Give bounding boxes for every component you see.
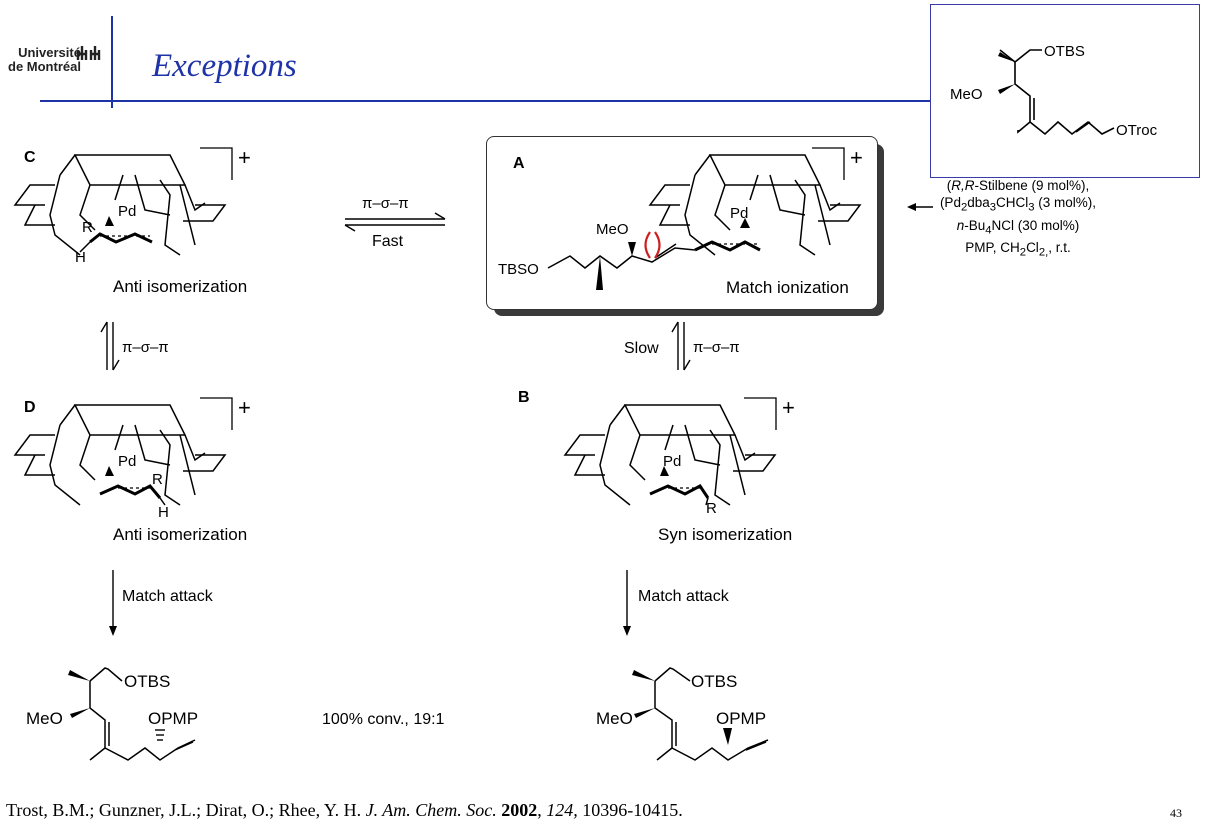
substrate-otbs: OTBS	[1044, 43, 1085, 60]
result-text: 100% conv., 19:1	[322, 711, 445, 728]
arrow-ca-bottom-label: Fast	[372, 233, 404, 250]
product-left-methoxy-wedge	[70, 708, 90, 718]
stilbene-text: -Stilbene (9 mol%),	[974, 178, 1090, 193]
substrate-box	[930, 4, 1200, 178]
complex-c-label: Anti isomerization	[113, 277, 247, 296]
conditions-line-4: PMP, CH2Cl2,, r.t.	[965, 240, 1071, 260]
methyl-wedge	[998, 52, 1015, 62]
substrate-otroc: OTroc	[1116, 122, 1158, 139]
pd-loading: (3 mol%),	[1034, 195, 1097, 210]
product-right-opmp: OPMP	[716, 709, 766, 728]
equilibrium-arrow-cd	[100, 321, 120, 371]
logo-mark-icon	[76, 46, 101, 60]
complex-b-letter: B	[518, 389, 530, 406]
product-left-otbs: OTBS	[124, 672, 170, 691]
page-title: Exceptions	[152, 48, 297, 84]
citation-journal: J. Am. Chem. Soc.	[365, 800, 497, 820]
complex-b-label: Syn isomerization	[658, 525, 792, 544]
conditions-line-1: (R,R-Stilbene (9 mol%),	[946, 178, 1090, 193]
arrow-ab-right-label: π–σ–π	[693, 339, 740, 356]
complex-b-charge: +	[782, 395, 795, 420]
complex-a-box	[486, 136, 878, 310]
ncl-text: NCl (30 mol%)	[991, 217, 1080, 233]
product-right-otbs: OTBS	[691, 672, 737, 691]
complex-b-r: R	[706, 500, 717, 517]
complex-d-label: Anti isomerization	[113, 525, 247, 544]
logo-line-1: Université	[18, 45, 81, 60]
product-left-hash-wedge	[155, 729, 165, 741]
cl-text: Cl	[1026, 240, 1039, 256]
product-left-meo: MeO	[26, 709, 63, 728]
complex-d	[14, 397, 233, 506]
complex-a-letter: A	[513, 155, 525, 172]
dba-text: dba	[967, 195, 990, 210]
complex-a-tbso: TBSO	[498, 261, 539, 278]
complex-a-charge: +	[850, 145, 863, 170]
substrate-structure: OTBS MeO OTroc	[950, 43, 1158, 139]
complex-c-pd: Pd	[118, 203, 136, 220]
bu-text: -Bu	[964, 217, 986, 233]
complex-c-h: H	[75, 249, 86, 266]
complex-c-charge: +	[238, 145, 251, 170]
citation-year: 2002	[501, 800, 538, 820]
pmp-text: PMP, CH	[965, 240, 1020, 256]
rt-text: , r.t.	[1048, 240, 1071, 256]
complex-a-meo: MeO	[596, 221, 629, 238]
reaction-conditions: (R,R-Stilbene (9 mol%), (Pd2dba3CHCl3 (3…	[912, 177, 1124, 262]
product-left-opmp: OPMP	[148, 709, 198, 728]
conditions-line-3: n-Bu4NCl (30 mol%)	[956, 217, 1080, 237]
complex-a-label: Match ionization	[726, 278, 849, 297]
product-right-meo: MeO	[596, 709, 633, 728]
title-divider-vertical	[111, 16, 113, 108]
complex-d-charge: +	[238, 395, 251, 420]
complex-d-h: H	[158, 504, 169, 521]
attack-left-label: Match attack	[122, 588, 214, 605]
university-logo: Université de Montréal	[8, 46, 81, 74]
citation: Trost, B.M.; Gunzner, J.L.; Dirat, O.; R…	[6, 800, 683, 820]
citation-authors: Trost, B.M.; Gunzner, J.L.; Dirat, O.; R…	[6, 800, 366, 820]
complex-d-r: R	[152, 471, 163, 488]
header-rule	[40, 100, 932, 102]
attack-right-label: Match attack	[638, 588, 730, 605]
equilibrium-arrow-ca	[344, 212, 446, 232]
complex-a	[547, 147, 861, 290]
citation-pages: 10396-10415.	[577, 800, 683, 820]
arrow-ca-top-label: π–σ–π	[362, 195, 409, 212]
product-right-wedge	[723, 728, 732, 745]
complex-b-pd: Pd	[663, 453, 681, 470]
chcl-text: CHCl	[996, 195, 1029, 210]
equilibrium-arrow-ab	[671, 321, 691, 371]
complex-b	[564, 397, 777, 506]
complex-d-pd: Pd	[118, 453, 136, 470]
page-number: 43	[1170, 806, 1182, 820]
n-prefix: n	[956, 217, 965, 233]
logo-line-2: de Montréal	[8, 59, 81, 74]
product-left-methyl-wedge	[68, 670, 90, 681]
pd-text: (Pd	[939, 195, 961, 210]
product-right	[654, 667, 769, 761]
product-right-methyl-wedge	[632, 670, 655, 681]
citation-volume: 124,	[546, 800, 578, 820]
complex-c	[14, 147, 233, 256]
attack-arrow-right	[623, 570, 631, 636]
complex-d-letter: D	[24, 399, 36, 416]
complex-c-letter: C	[24, 149, 36, 166]
stilbene-config: R,R	[951, 178, 975, 193]
methoxy-wedge	[998, 84, 1015, 94]
product-left	[89, 667, 196, 761]
complex-a-pd: Pd	[730, 205, 748, 222]
substrate-meo: MeO	[950, 86, 983, 103]
conditions-arrow	[907, 203, 933, 211]
arrow-cd-label: π–σ–π	[122, 339, 169, 356]
attack-arrow-left	[109, 570, 117, 636]
arrow-ab-left-label: Slow	[624, 340, 659, 357]
complex-c-r: R	[82, 219, 93, 236]
conditions-line-2: (Pd2dba3CHCl3 (3 mol%),	[939, 195, 1097, 214]
product-right-methoxy-wedge	[634, 708, 655, 718]
